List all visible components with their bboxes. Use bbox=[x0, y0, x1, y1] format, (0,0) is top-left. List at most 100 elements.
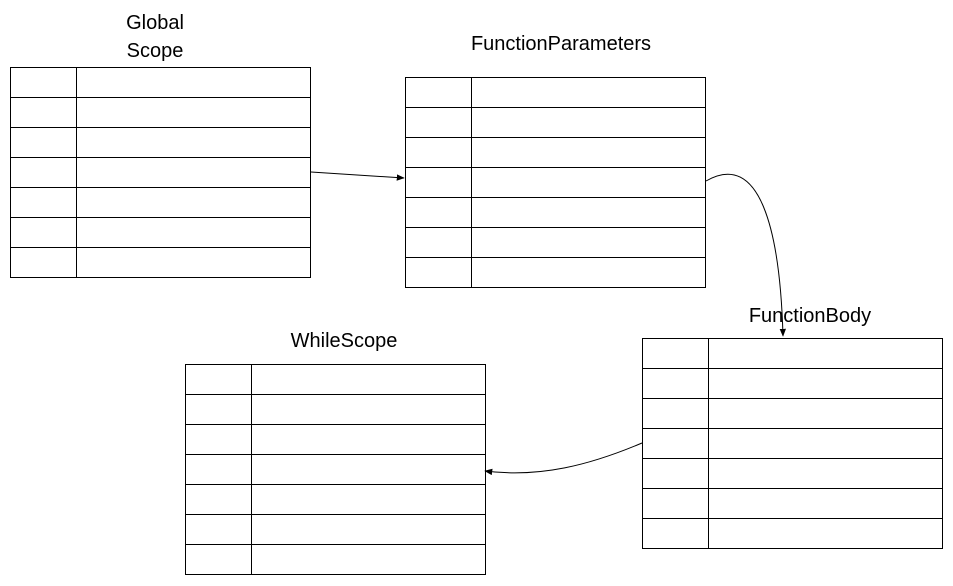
function-parameters-row-4 bbox=[405, 167, 706, 198]
while-scope-row-3 bbox=[185, 424, 486, 455]
while-scope-row-6 bbox=[185, 514, 486, 545]
value-cell bbox=[76, 157, 311, 188]
function-body-title: FunctionBody bbox=[749, 305, 871, 327]
global-scope-row-1 bbox=[10, 67, 311, 98]
table-function-parameters: FunctionParameters bbox=[405, 33, 706, 288]
global-scope-row-7 bbox=[10, 247, 311, 278]
value-cell bbox=[708, 458, 943, 489]
function-parameters-row-3 bbox=[405, 137, 706, 168]
key-cell bbox=[642, 368, 709, 399]
value-cell bbox=[251, 514, 486, 545]
table-while-scope: WhileScope bbox=[185, 330, 486, 575]
function-body-row-4 bbox=[642, 428, 943, 459]
key-cell bbox=[185, 364, 252, 395]
arrow-body-to-while bbox=[484, 442, 643, 476]
key-cell bbox=[642, 458, 709, 489]
value-cell bbox=[251, 454, 486, 485]
value-cell bbox=[251, 484, 486, 515]
arrow-parameters-to-body bbox=[705, 173, 786, 337]
function-parameters-title: FunctionParameters bbox=[471, 33, 651, 55]
global-scope-title-line-2: Scope bbox=[127, 40, 184, 62]
while-scope-row-2 bbox=[185, 394, 486, 425]
key-cell bbox=[185, 454, 252, 485]
key-cell bbox=[405, 167, 472, 198]
key-cell bbox=[185, 394, 252, 425]
key-cell bbox=[10, 247, 77, 278]
value-cell bbox=[471, 227, 706, 258]
while-scope-row-4 bbox=[185, 454, 486, 485]
value-cell bbox=[708, 488, 943, 519]
while-scope-row-1 bbox=[185, 364, 486, 395]
value-cell bbox=[471, 77, 706, 108]
function-body-row-1 bbox=[642, 338, 943, 369]
while-scope-rows bbox=[185, 364, 486, 575]
key-cell bbox=[185, 544, 252, 575]
key-cell bbox=[642, 398, 709, 429]
value-cell bbox=[251, 394, 486, 425]
key-cell bbox=[185, 424, 252, 455]
value-cell bbox=[251, 364, 486, 395]
global-scope-rows bbox=[10, 67, 311, 278]
value-cell bbox=[76, 67, 311, 98]
table-function-body: FunctionBody bbox=[642, 305, 943, 549]
function-parameters-rows bbox=[405, 77, 706, 288]
function-body-row-2 bbox=[642, 368, 943, 399]
value-cell bbox=[471, 107, 706, 138]
value-cell bbox=[708, 398, 943, 429]
value-cell bbox=[76, 247, 311, 278]
key-cell bbox=[10, 127, 77, 158]
value-cell bbox=[76, 127, 311, 158]
global-scope-row-3 bbox=[10, 127, 311, 158]
value-cell bbox=[708, 368, 943, 399]
value-cell bbox=[708, 518, 943, 549]
value-cell bbox=[708, 338, 943, 369]
key-cell bbox=[642, 428, 709, 459]
global-scope-row-5 bbox=[10, 187, 311, 218]
global-scope-row-6 bbox=[10, 217, 311, 248]
function-parameters-row-2 bbox=[405, 107, 706, 138]
function-body-row-5 bbox=[642, 458, 943, 489]
key-cell bbox=[405, 137, 472, 168]
function-parameters-row-7 bbox=[405, 257, 706, 288]
key-cell bbox=[642, 338, 709, 369]
function-parameters-row-6 bbox=[405, 227, 706, 258]
while-scope-title: WhileScope bbox=[291, 330, 398, 352]
value-cell bbox=[471, 137, 706, 168]
value-cell bbox=[251, 424, 486, 455]
key-cell bbox=[405, 197, 472, 228]
value-cell bbox=[76, 97, 311, 128]
key-cell bbox=[405, 107, 472, 138]
function-parameters-row-1 bbox=[405, 77, 706, 108]
key-cell bbox=[10, 97, 77, 128]
key-cell bbox=[642, 488, 709, 519]
function-body-row-3 bbox=[642, 398, 943, 429]
function-body-row-6 bbox=[642, 488, 943, 519]
while-scope-row-5 bbox=[185, 484, 486, 515]
value-cell bbox=[471, 197, 706, 228]
global-scope-row-4 bbox=[10, 157, 311, 188]
key-cell bbox=[10, 157, 77, 188]
key-cell bbox=[642, 518, 709, 549]
value-cell bbox=[76, 187, 311, 218]
table-global-scope: Global Scope bbox=[10, 12, 311, 278]
global-scope-row-2 bbox=[10, 97, 311, 128]
while-scope-row-7 bbox=[185, 544, 486, 575]
key-cell bbox=[10, 187, 77, 218]
value-cell bbox=[471, 167, 706, 198]
key-cell bbox=[405, 227, 472, 258]
key-cell bbox=[185, 514, 252, 545]
value-cell bbox=[251, 544, 486, 575]
function-body-rows bbox=[642, 338, 943, 549]
key-cell bbox=[10, 67, 77, 98]
function-parameters-row-5 bbox=[405, 197, 706, 228]
key-cell bbox=[10, 217, 77, 248]
global-scope-title-line-1: Global bbox=[126, 12, 184, 34]
value-cell bbox=[76, 217, 311, 248]
function-body-row-7 bbox=[642, 518, 943, 549]
arrow-global-to-parameters bbox=[310, 171, 405, 181]
key-cell bbox=[185, 484, 252, 515]
key-cell bbox=[405, 257, 472, 288]
value-cell bbox=[708, 428, 943, 459]
value-cell bbox=[471, 257, 706, 288]
